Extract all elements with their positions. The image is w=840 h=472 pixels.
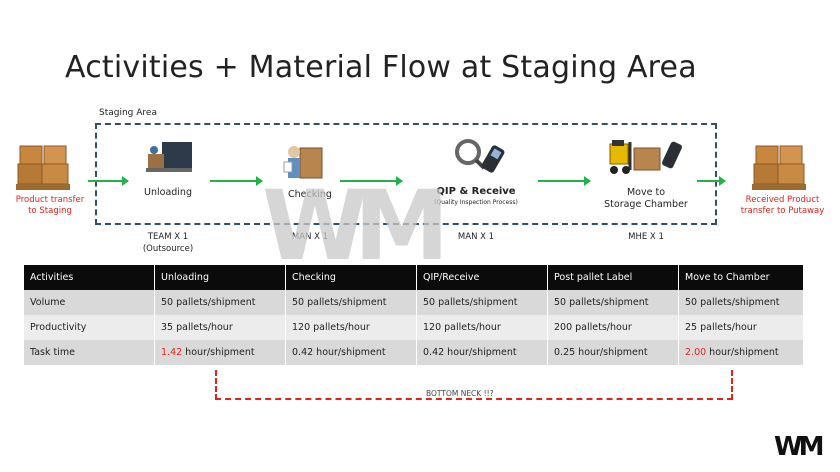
table-cell: Volume [24, 290, 155, 315]
table-header-cell: Checking [285, 265, 417, 290]
resource-move: MHE X 1 [628, 232, 664, 242]
task-time-value-highlight: 2.00 [685, 347, 707, 358]
table-cell: 0.42 hour/shipment [285, 340, 417, 365]
table-cell: 50 pallets/shipment [678, 290, 804, 315]
table-cell: 120 pallets/hour [285, 315, 417, 340]
node-move-label: Move to Storage Chamber [604, 187, 688, 210]
left-flow-text: Product transfer to Staging [15, 195, 85, 216]
table-header-cell: Activities [24, 265, 155, 290]
table-cell: 120 pallets/hour [416, 315, 548, 340]
table-cell: 200 pallets/hour [547, 315, 679, 340]
table-cell: 0.42 hour/shipment [416, 340, 548, 365]
table-cell: Productivity [24, 315, 155, 340]
task-time-suffix: hour/shipment [182, 347, 255, 358]
node-qip-label: QIP & Receive [436, 186, 516, 197]
flow-arrow [697, 176, 726, 186]
bottleneck-bracket [215, 370, 733, 400]
node-qip-sublabel: (Quality Inspection Process) [434, 199, 518, 206]
table-cell: 25 pallets/hour [678, 315, 804, 340]
table-header-cell: Post pallet Label [547, 265, 679, 290]
resource-qip: MAN X 1 [457, 232, 495, 242]
task-time-suffix: hour/shipment [706, 347, 779, 358]
table-row: Task time 1.42 hour/shipment 0.42 hour/s… [24, 340, 804, 365]
resource-unloading: TEAM X 1 (Outsource) [142, 232, 194, 254]
table-header-cell: Move to Chamber [678, 265, 804, 290]
table-header-row: Activities Unloading Checking QIP/Receiv… [24, 265, 804, 290]
flow-arrow [538, 176, 591, 186]
table-cell: 0.25 hour/shipment [547, 340, 679, 365]
task-time-value-highlight: 1.42 [161, 347, 183, 358]
bottleneck-label: BOTTOM NECK !!? [420, 389, 500, 398]
activities-table: Activities Unloading Checking QIP/Receiv… [24, 265, 804, 365]
table-cell: 50 pallets/shipment [547, 290, 679, 315]
staging-area-box [95, 123, 717, 225]
checking-worker-icon [283, 146, 323, 179]
inspection-scanner-icon [455, 139, 505, 173]
right-flow-text: Received Product transfer to Putaway [740, 195, 825, 216]
node-checking-label: Checking [288, 189, 332, 200]
table-cell: 50 pallets/shipment [285, 290, 417, 315]
forklift-scanner-icon [609, 140, 682, 174]
table-cell: 2.00 hour/shipment [678, 340, 804, 365]
staging-area-label: Staging Area [99, 108, 157, 118]
table-row: Volume 50 pallets/shipment 50 pallets/sh… [24, 290, 804, 315]
table-cell: 1.42 hour/shipment [154, 340, 286, 365]
watermark: WM [262, 170, 449, 282]
table-cell: 35 pallets/hour [154, 315, 286, 340]
table-row: Productivity 35 pallets/hour 120 pallets… [24, 315, 804, 340]
flow-arrow [88, 176, 129, 186]
resource-checking: MAN X 1 [291, 232, 329, 242]
pallet-boxes-icon [16, 145, 70, 190]
pallet-boxes-icon [752, 145, 806, 190]
table-header-cell: QIP/Receive [416, 265, 548, 290]
table-cell: Task time [24, 340, 155, 365]
node-unloading-label: Unloading [144, 187, 192, 198]
unloading-truck-icon [146, 142, 192, 172]
page-title: Activities + Material Flow at Staging Ar… [65, 50, 697, 85]
table-cell: 50 pallets/shipment [416, 290, 548, 315]
table-header-cell: Unloading [154, 265, 286, 290]
brand-logo: WM [774, 432, 825, 462]
table-cell: 50 pallets/shipment [154, 290, 286, 315]
flow-arrow [210, 176, 263, 186]
flow-arrow [340, 176, 403, 186]
